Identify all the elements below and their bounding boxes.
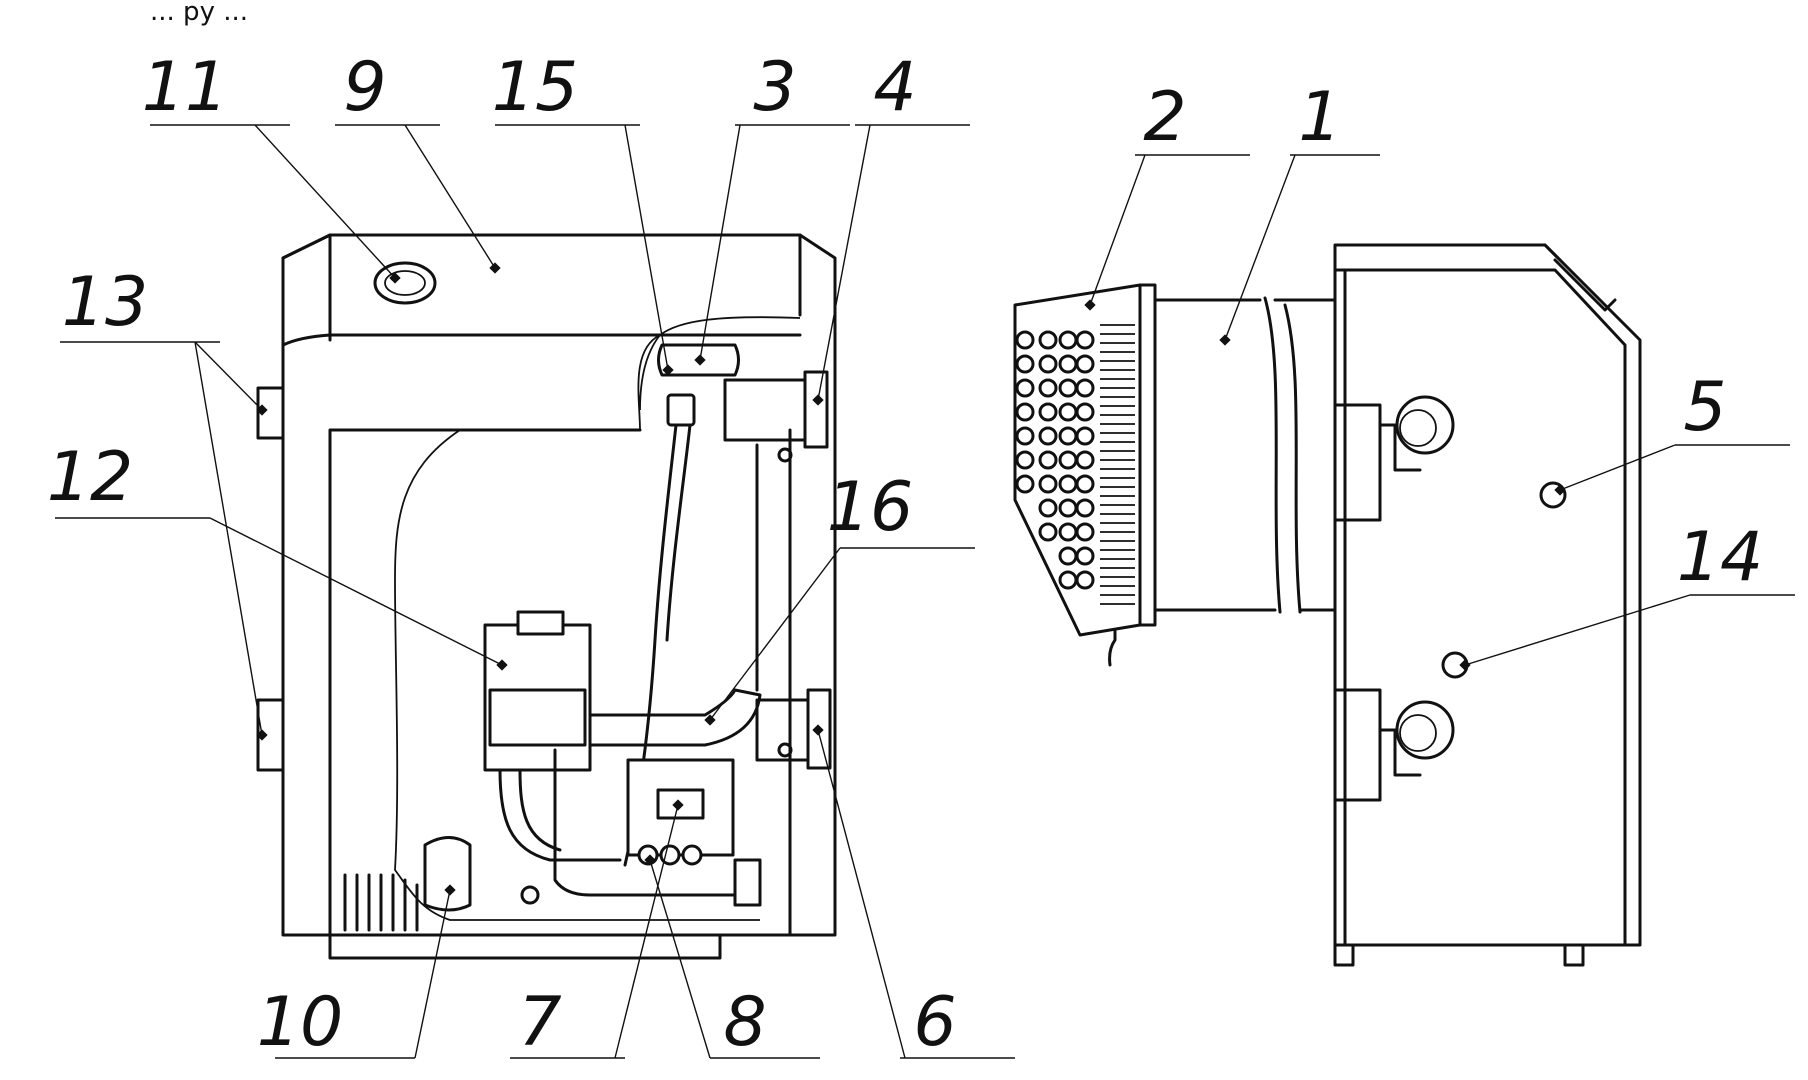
callout-6: 6: [812, 724, 1015, 1062]
callout-leader-1: [1224, 154, 1296, 341]
callout-leader-9: [404, 124, 496, 269]
boiler-side-view: [1013, 243, 1642, 967]
exchanger-tubes: [1015, 330, 1095, 590]
exchanger-fins: [1100, 324, 1135, 605]
viewing-window: [373, 261, 437, 305]
callout-label-10: 10: [257, 983, 344, 1062]
callout-anchor-5: [1554, 484, 1566, 496]
callout-15: 15: [492, 48, 674, 376]
callout-anchor-13: [256, 404, 268, 416]
callout-anchor-6: [812, 724, 824, 736]
cutaway-boundary: [394, 316, 801, 921]
callout-leader-10: [414, 889, 451, 1059]
callout-label-3: 3: [753, 48, 796, 127]
top-panel-edge: [281, 333, 802, 347]
callout-5: 5: [1554, 368, 1790, 496]
callout-13: 13: [60, 263, 268, 741]
sensor-bracket: [657, 343, 740, 377]
callout-label-14: 14: [1677, 518, 1764, 597]
front-base: [328, 933, 722, 960]
callout-11: 11: [142, 48, 401, 284]
callout-9: 9: [335, 48, 501, 274]
callout-anchor-8: [644, 854, 656, 866]
callout-2: 2: [1084, 78, 1250, 311]
callout-leader-16: [709, 547, 841, 721]
pilot-sensor: [666, 393, 696, 427]
callout-leader-4: [817, 124, 871, 401]
callout-anchor-1: [1219, 334, 1231, 346]
callout-anchor-15: [662, 364, 674, 376]
callout-10: 10: [257, 884, 456, 1062]
callout-label-2: 2: [1143, 78, 1186, 157]
pilot-line: [498, 768, 622, 862]
callout-label-12: 12: [47, 438, 134, 517]
callout-8: 8: [644, 854, 820, 1062]
callout-leader-5: [1559, 444, 1676, 491]
side-casing: [1333, 243, 1642, 947]
callout-leader-13: [194, 341, 263, 411]
callout-anchor-9: [489, 262, 501, 274]
callout-label-9: 9: [343, 48, 386, 127]
callout-leader-7: [614, 804, 679, 1059]
callout-label-5: 5: [1683, 368, 1726, 447]
callout-leader-8: [649, 859, 711, 1059]
gas-line-lower: [553, 748, 742, 897]
front-top-chamfer: [281, 233, 802, 342]
callout-16: 16: [704, 468, 975, 726]
callout-4: 4: [812, 48, 970, 406]
vent-slots: [343, 873, 419, 932]
callout-anchor-4: [812, 394, 824, 406]
callout-leader-11: [254, 124, 396, 279]
callout-label-7: 7: [518, 983, 561, 1062]
header-fragment: ... ру ...: [150, 0, 248, 27]
boiler-front-view: [256, 233, 837, 960]
callout-leader-13-b: [194, 341, 263, 736]
thermostat-bulb: [423, 836, 472, 912]
duct-break-line: [1263, 296, 1282, 614]
callout-label-11: 11: [142, 48, 229, 127]
callout-anchor-3: [694, 354, 706, 366]
callout-anchor-16: [704, 714, 716, 726]
callout-anchor-11: [389, 272, 401, 284]
callout-label-13: 13: [62, 263, 149, 342]
callout-anchor-10: [444, 884, 456, 896]
callout-label-8: 8: [723, 983, 766, 1062]
callout-14: 14: [1459, 518, 1795, 671]
callout-label-1: 1: [1298, 78, 1341, 157]
gas-supply-pipe: [588, 688, 762, 747]
callout-12: 12: [47, 438, 508, 671]
callout-leader-15: [624, 124, 669, 371]
callout-label-6: 6: [913, 983, 956, 1062]
callout-label-16: 16: [827, 468, 914, 547]
gas-valve-knob: [516, 610, 565, 636]
callout-leader-14: [1464, 594, 1691, 666]
callout-anchor-12: [496, 659, 508, 671]
callout-leader-3: [699, 124, 741, 361]
callout-label-15: 15: [492, 48, 579, 127]
flue-duct: [1153, 298, 1277, 612]
callout-7: 7: [510, 799, 684, 1062]
callout-3: 3: [694, 48, 850, 366]
front-casing-outline: [281, 233, 837, 937]
callout-1: 1: [1219, 78, 1380, 346]
callout-anchor-14: [1459, 659, 1471, 671]
callout-leader-6: [817, 729, 906, 1059]
inner-frame-right: [755, 428, 792, 937]
callout-anchor-2: [1084, 299, 1096, 311]
callout-leader-2: [1089, 154, 1146, 306]
callout-anchor-7: [672, 799, 684, 811]
callout-leader-12: [209, 517, 503, 666]
callout-anchor-13-b: [256, 729, 268, 741]
callout-label-4: 4: [873, 48, 916, 127]
